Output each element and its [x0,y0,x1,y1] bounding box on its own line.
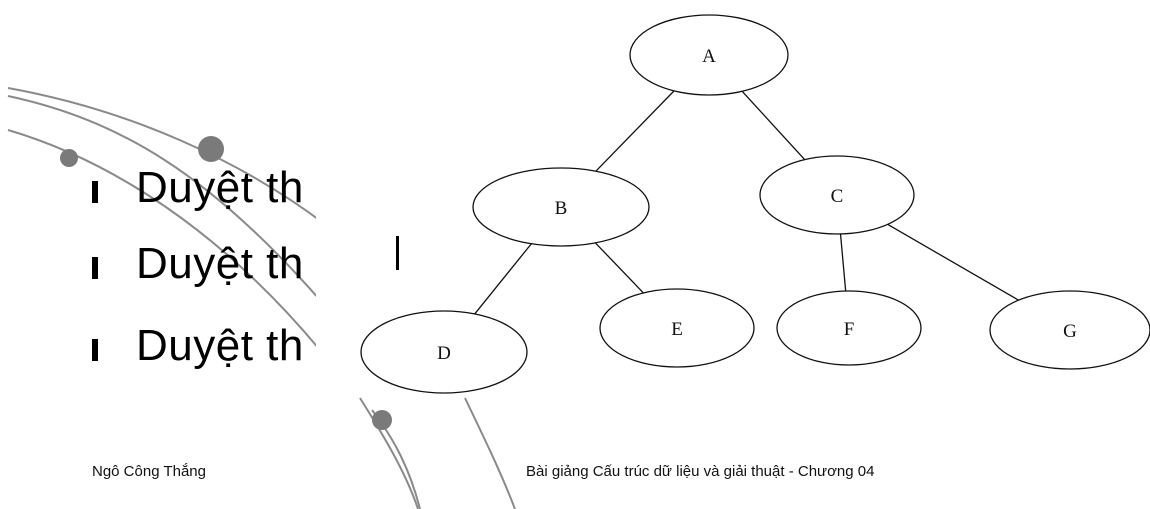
edge-A-B [595,90,675,172]
node-ellipse-F [776,290,922,366]
deco-curve-3 [7,129,321,351]
node-ellipse-G [989,290,1150,370]
footer-author: Ngô Công Thắng [92,463,206,480]
deco-curve-6 [464,397,516,509]
edge-C-F [839,233,847,292]
node-ellipse-B [472,167,650,247]
tree-node-C: C [759,155,915,235]
edge-C-G [887,223,1019,301]
bullet-item-1: Duyệt th [92,160,304,216]
bullet-text: Duyệt th [136,239,304,288]
bullet-icon [92,339,98,361]
deco-dot-small [60,149,78,167]
node-ellipse-C [759,155,915,235]
bullet-item-3: Duyệt th [92,318,304,374]
tree-node-E: E [599,288,755,368]
deco-dot-bottom [372,410,392,430]
node-label-D: D [437,343,451,364]
edge-A-C [741,90,806,161]
node-label-E: E [671,319,683,340]
bullet-text: Duyệt th [136,163,304,212]
edge-B-E [594,242,644,294]
node-label-G: G [1063,321,1077,342]
edge-B-D [474,243,532,315]
bullet-icon [92,181,98,203]
deco-curve-1 [7,87,327,226]
node-label-F: F [844,319,855,340]
node-ellipse-D [360,310,528,394]
text-cursor [396,236,399,270]
node-label-B: B [555,198,568,219]
tree-edges [474,90,1019,315]
node-ellipse-A [629,14,789,96]
bullet-item-2: Duyệt th [92,236,304,292]
tree-node-A: A [629,14,789,96]
tree-node-B: B [472,167,650,247]
deco-curve-4 [359,397,419,509]
footer-course-title: Bài giảng Cấu trúc dữ liệu và giải thuật… [526,463,875,480]
tree-node-F: F [776,290,922,366]
tree-node-G: G [989,290,1150,370]
node-label-C: C [831,186,844,207]
bullet-text: Duyệt th [136,321,304,370]
tree-node-D: D [360,310,528,394]
node-ellipse-E [599,288,755,368]
bullet-icon [92,257,98,279]
deco-curve-2 [7,95,321,301]
deco-dot-large [198,136,224,162]
node-label-A: A [702,46,716,67]
tree-nodes: A B C D E F G [360,14,1150,394]
